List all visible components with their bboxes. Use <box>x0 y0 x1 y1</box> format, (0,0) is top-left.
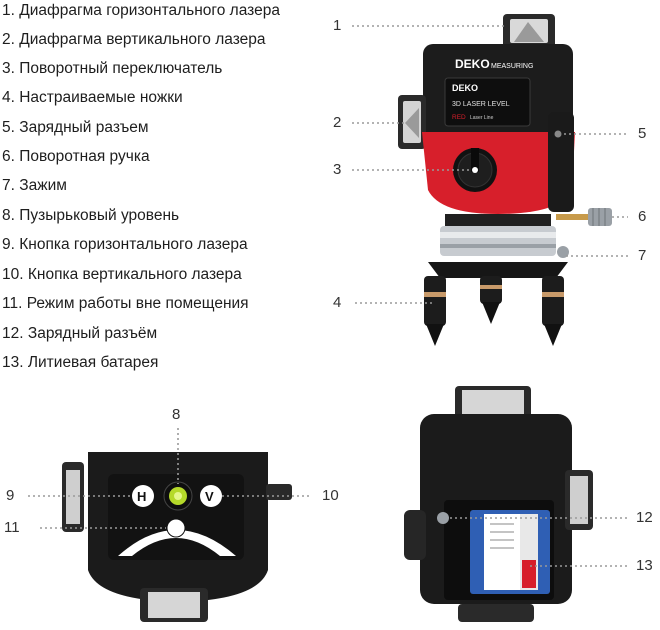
legend-item-13: 13. Литиевая батарея <box>2 354 159 371</box>
red-body <box>422 132 575 214</box>
label-plate <box>444 77 531 127</box>
callout-8: 8 <box>172 406 181 423</box>
callout-11: 11 <box>4 519 20 536</box>
fine-adjust-knob <box>556 208 612 226</box>
leader-lines-top <box>352 25 628 304</box>
clamp <box>557 246 569 258</box>
legend-item-10: 10. Кнопка вертикального лазера <box>2 266 242 283</box>
side-panel <box>548 112 574 212</box>
callout-7: 7 <box>638 247 647 264</box>
vertical-laser-button: V <box>200 485 222 507</box>
horizontal-laser-aperture <box>503 14 555 48</box>
rotary-switch <box>453 148 497 192</box>
tripod-base <box>428 262 568 278</box>
callout-6: 6 <box>638 208 647 225</box>
callout-3: 3 <box>333 161 342 178</box>
base-ring-top <box>445 214 551 228</box>
callout-10: 10 <box>322 487 339 504</box>
callout-12: 12 <box>636 509 653 526</box>
legend-item-12: 12. Зарядный разъём <box>2 325 158 342</box>
brand-top: DEKO <box>455 57 490 71</box>
callout-1: 1 <box>333 17 342 34</box>
legend-item-9: 9. Кнопка горизонтального лазера <box>2 236 248 253</box>
callout-13: 13 <box>636 557 653 574</box>
legend-item-3: 3. Поворотный переключатель <box>2 60 223 77</box>
device-logo: DEKO <box>452 83 478 93</box>
rotary-base <box>440 226 556 256</box>
callout-9: 9 <box>6 487 15 504</box>
legend-item-1: 1. Диафрагма горизонтального лазера <box>2 2 280 19</box>
leader-lines-right <box>450 517 628 567</box>
btn-h-label: H <box>137 489 146 504</box>
legend-item-4: 4. Настраиваемые ножки <box>2 89 183 106</box>
callout-4: 4 <box>333 294 342 311</box>
bubble-level <box>163 481 193 511</box>
charging-port-side <box>554 130 562 138</box>
beam-sub: Laser Line <box>470 115 494 121</box>
legend-item-11: 11. Режим работы вне помещения <box>2 295 249 312</box>
laser-level-top-view: H V <box>62 452 292 622</box>
legend-item-7: 7. Зажим <box>2 177 67 194</box>
outdoor-mode-button <box>166 518 186 538</box>
legend-item-5: 5. Зарядный разъем <box>2 119 149 136</box>
vertical-laser-aperture <box>398 95 426 149</box>
adjustable-feet <box>424 276 564 346</box>
callout-5: 5 <box>638 125 647 142</box>
btn-v-label: V <box>205 489 214 504</box>
lithium-battery <box>470 510 550 594</box>
laser-level-battery-view <box>404 386 593 622</box>
leader-lines-left <box>28 428 312 529</box>
beam-color: RED <box>452 114 466 121</box>
laser-level-front-view: DEKO MEASURING DEKO 3D LASER LEVEL RED L… <box>398 14 612 346</box>
horizontal-laser-button: H <box>132 485 154 507</box>
brand-top-sub: MEASURING <box>491 63 533 70</box>
device-model: 3D LASER LEVEL <box>452 101 510 108</box>
charging-port-rear <box>437 512 449 524</box>
legend-item-8: 8. Пузырьковый уровень <box>2 207 180 224</box>
legend-item-2: 2. Диафрагма вертикального лазера <box>2 31 266 48</box>
callout-2: 2 <box>333 114 342 131</box>
legend-item-6: 6. Поворотная ручка <box>2 148 150 165</box>
